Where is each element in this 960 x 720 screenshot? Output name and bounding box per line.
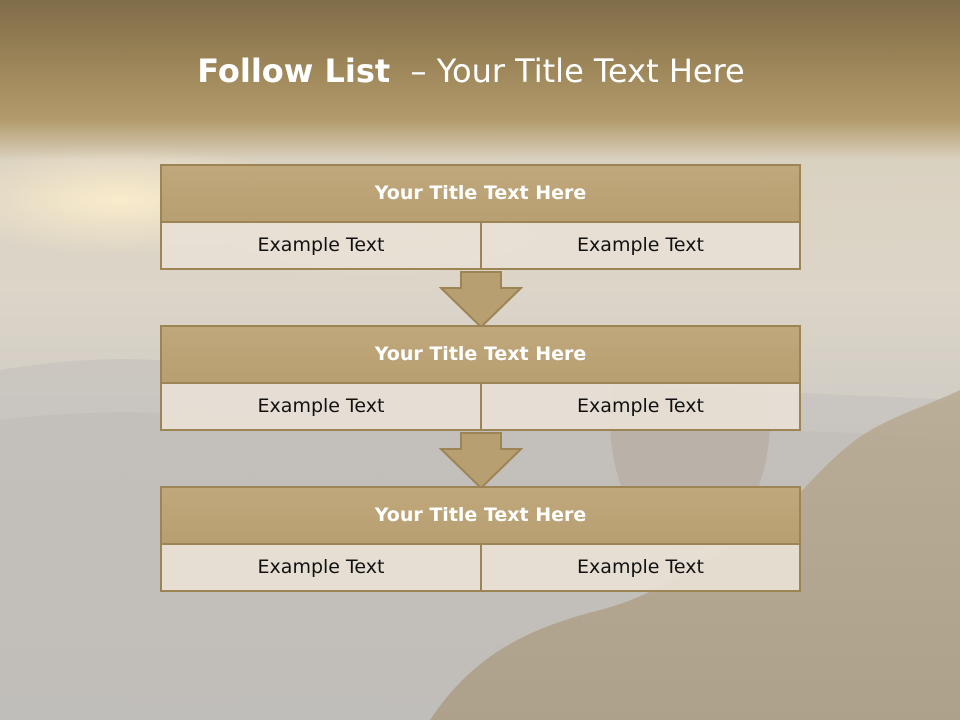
list-block-2: Your Title Text Here Example Text Exampl… [160,325,801,431]
down-arrow-icon [439,432,523,490]
slide-title: Follow List – Your Title Text Here [0,52,942,90]
header-band [0,0,960,160]
block-title: Your Title Text Here [160,325,801,384]
block-right-text: Example Text [480,221,801,270]
down-arrow-icon [439,271,523,329]
list-block-3: Your Title Text Here Example Text Exampl… [160,486,801,592]
block-left-text: Example Text [160,221,482,270]
title-rest: – Your Title Text Here [410,52,745,90]
block-right-text: Example Text [480,382,801,431]
block-title: Your Title Text Here [160,486,801,545]
block-left-text: Example Text [160,543,482,592]
block-left-text: Example Text [160,382,482,431]
block-right-text: Example Text [480,543,801,592]
block-title: Your Title Text Here [160,164,801,223]
list-block-1: Your Title Text Here Example Text Exampl… [160,164,801,270]
title-lead: Follow List [197,52,391,90]
